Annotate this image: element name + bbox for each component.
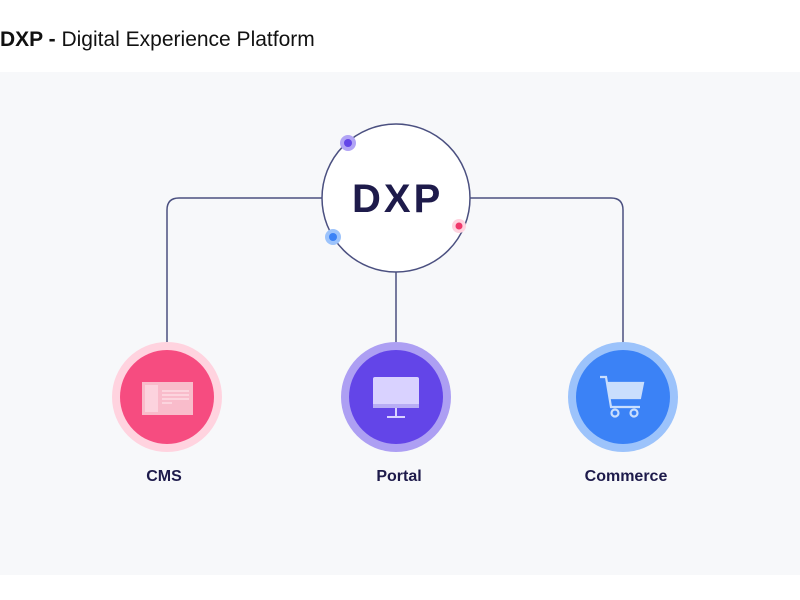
document-icon <box>142 382 193 415</box>
cart-icon <box>600 375 645 418</box>
monitor-icon <box>373 377 419 418</box>
node-label-cms: CMS <box>146 468 182 485</box>
dot-blue <box>329 233 337 241</box>
dot-purple <box>344 139 352 147</box>
node-label-commerce: Commerce <box>584 468 668 485</box>
node-label-portal: Portal <box>376 468 422 485</box>
connector-commerce <box>470 197 624 343</box>
node-cms <box>112 342 222 452</box>
title-bold: DXP - <box>0 28 56 51</box>
node-portal <box>341 342 451 452</box>
page-title: DXP - Digital Experience Platform <box>0 28 315 52</box>
title-rest: Digital Experience Platform <box>55 28 315 51</box>
hub-circle <box>321 123 471 273</box>
hub-label: DXP <box>352 177 444 221</box>
connectors <box>166 197 624 343</box>
node-commerce <box>568 342 678 452</box>
dot-pink <box>455 222 463 230</box>
connector-cms <box>166 197 323 343</box>
